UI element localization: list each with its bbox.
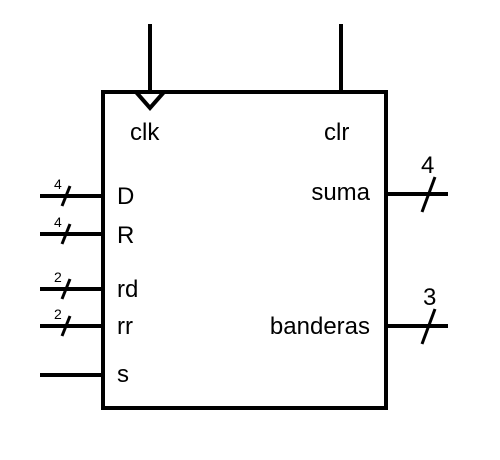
input-rd-width: 2 — [54, 269, 62, 285]
output-suma-label: suma — [311, 179, 370, 206]
input-r-label: R — [117, 222, 134, 249]
clr-label: clr — [324, 119, 349, 146]
clk-label: clk — [130, 119, 160, 146]
input-r-bus-slash — [60, 223, 72, 245]
input-d-width: 4 — [54, 176, 62, 192]
input-rr-width: 2 — [54, 306, 62, 322]
output-suma-width: 4 — [421, 152, 434, 179]
input-rr-label: rr — [117, 313, 133, 340]
output-banderas-width: 3 — [423, 284, 436, 311]
input-r-width: 4 — [54, 214, 62, 230]
input-rd-label: rd — [117, 276, 138, 303]
input-rr-bus-slash — [60, 315, 72, 337]
component-block — [101, 90, 388, 410]
output-suma-bus-slash — [420, 176, 437, 213]
input-rd-bus-slash — [60, 278, 72, 300]
output-banderas-bus-slash — [420, 308, 437, 345]
input-d-bus-slash — [60, 185, 72, 207]
input-s-label: s — [117, 361, 129, 388]
clock-triangle-icon — [134, 90, 166, 112]
output-banderas-label: banderas — [270, 313, 370, 340]
input-d-label: D — [117, 183, 134, 210]
